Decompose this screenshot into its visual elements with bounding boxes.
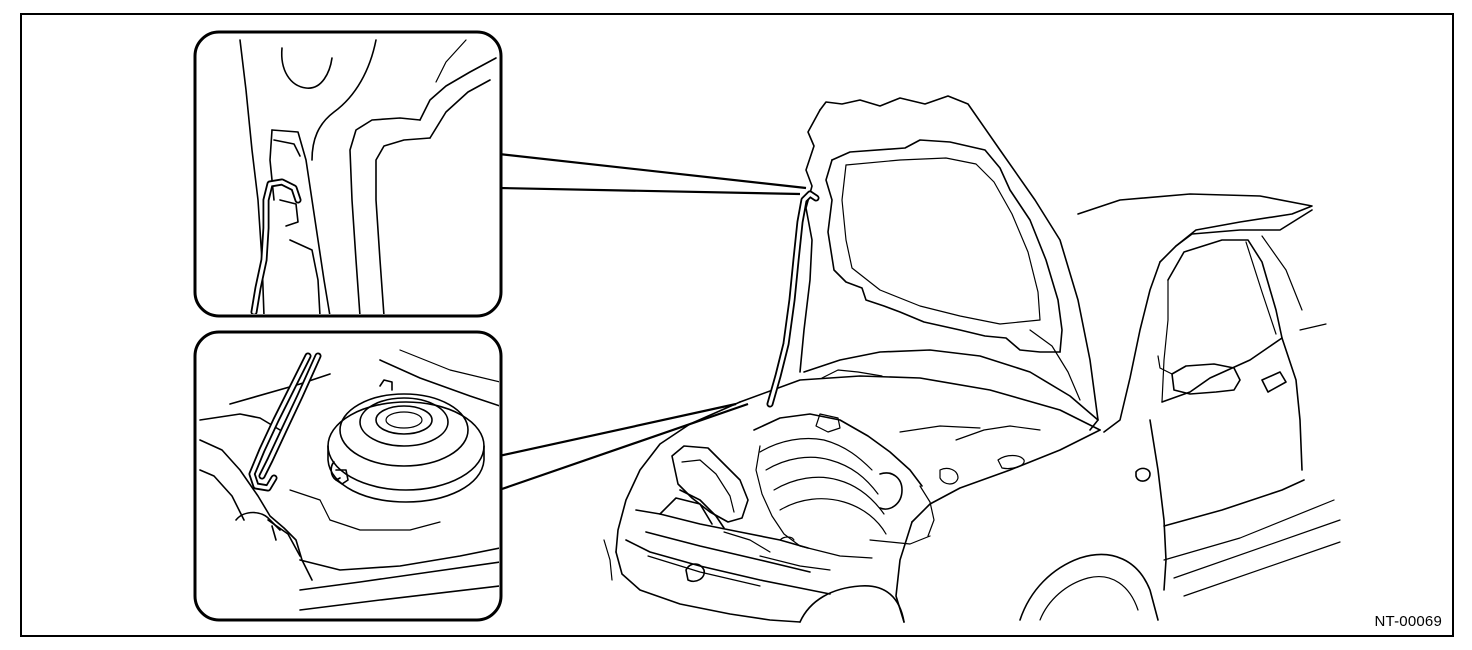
car-drawing bbox=[603, 95, 1341, 623]
engine-compartment bbox=[671, 413, 1041, 571]
detail-view-rod-holder bbox=[193, 330, 503, 622]
figure-code-label: NT-00069 bbox=[1374, 613, 1442, 630]
detail-view-hood-hook bbox=[193, 30, 503, 318]
callout-leaders bbox=[498, 152, 807, 492]
